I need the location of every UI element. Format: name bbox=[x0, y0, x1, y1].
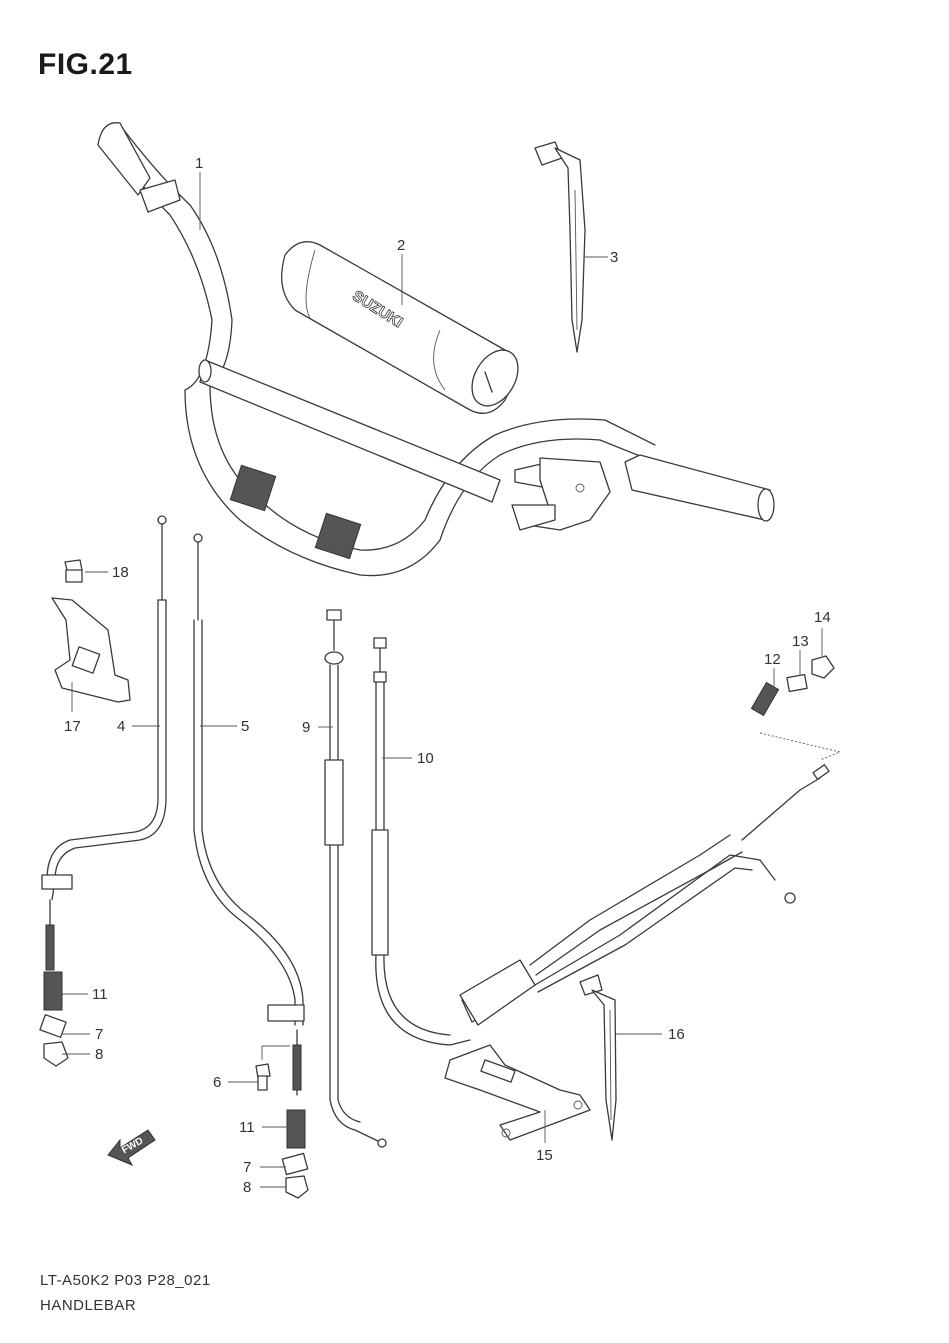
adjusters-left bbox=[39, 971, 69, 1067]
brake-cable-5 bbox=[193, 533, 305, 1096]
callout-4: 4 bbox=[117, 718, 125, 735]
adjuster-parts bbox=[750, 655, 835, 717]
bracket-17 bbox=[51, 559, 131, 703]
diagram-code: LT-A50K2 P03 P28_021 bbox=[40, 1272, 211, 1289]
diagram-name: HANDLEBAR bbox=[40, 1297, 137, 1314]
callout-numbers: 1 2 3 4 5 6 7 7 8 8 9 10 11 11 12 13 14 … bbox=[64, 155, 831, 1196]
cable-tie-16 bbox=[579, 974, 617, 1141]
callout-11-left: 11 bbox=[92, 986, 108, 1003]
callout-12: 12 bbox=[764, 651, 781, 668]
callout-7-left: 7 bbox=[95, 1026, 103, 1043]
callout-1: 1 bbox=[195, 155, 203, 172]
callout-leaders bbox=[62, 172, 823, 1188]
bracket-15 bbox=[444, 1044, 591, 1141]
callout-18: 18 bbox=[112, 564, 129, 581]
cable-10 bbox=[371, 637, 471, 1046]
callout-7-middle: 7 bbox=[243, 1159, 251, 1176]
cable-junction bbox=[459, 732, 842, 1026]
handlebar bbox=[97, 122, 775, 577]
callout-8-middle: 8 bbox=[243, 1179, 251, 1196]
callout-9: 9 bbox=[302, 719, 310, 736]
callout-3: 3 bbox=[610, 249, 618, 266]
brake-cable-4 bbox=[41, 515, 167, 971]
callout-13: 13 bbox=[792, 633, 809, 650]
callout-11-middle: 11 bbox=[239, 1119, 255, 1136]
throttle-cable-9 bbox=[324, 609, 387, 1148]
callout-5: 5 bbox=[241, 718, 249, 735]
callout-2: 2 bbox=[397, 237, 405, 254]
adjusters-middle bbox=[255, 1045, 309, 1199]
handlebar-pad: SUZUKI bbox=[281, 241, 519, 414]
figure-title: FIG.21 bbox=[38, 48, 133, 81]
callout-10: 10 bbox=[417, 750, 434, 767]
cable-tie-3 bbox=[534, 141, 586, 353]
callout-8-left: 8 bbox=[95, 1046, 103, 1063]
callout-6: 6 bbox=[213, 1074, 221, 1091]
callout-17: 17 bbox=[64, 718, 81, 735]
callout-16: 16 bbox=[668, 1026, 685, 1043]
fwd-arrow-icon: FWD bbox=[107, 1129, 156, 1167]
callout-14: 14 bbox=[814, 609, 831, 626]
callout-15: 15 bbox=[536, 1147, 553, 1164]
